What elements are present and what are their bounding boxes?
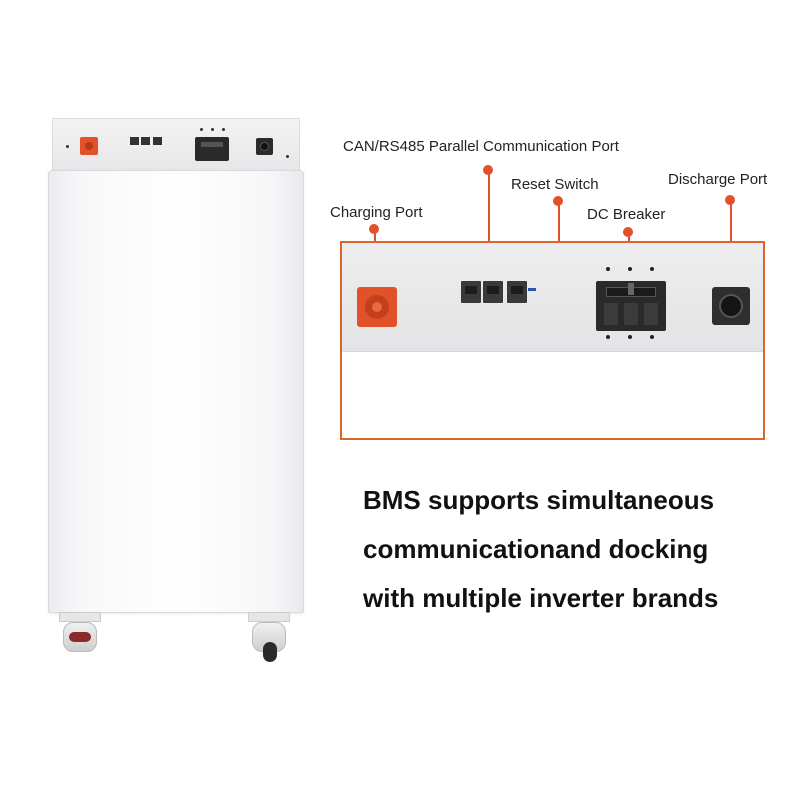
screw-icon xyxy=(286,155,289,158)
screw-icon xyxy=(222,128,225,131)
screw-icon xyxy=(66,145,69,148)
rj45-port-icon xyxy=(507,281,527,303)
rj45-port-icon xyxy=(153,137,162,145)
discharge-port-icon xyxy=(256,138,273,155)
charging-port-icon xyxy=(80,137,98,155)
caster-wheel-right xyxy=(246,612,292,662)
rj45-port-icon xyxy=(141,137,150,145)
port-panel-strip xyxy=(342,243,763,352)
callout-line xyxy=(488,170,490,282)
charging-port-label: Charging Port xyxy=(330,204,423,221)
port-detail-zoom xyxy=(340,241,765,440)
rj45-port-icon xyxy=(461,281,481,303)
screw-icon xyxy=(628,267,632,271)
discharge-port-label: Discharge Port xyxy=(668,171,768,188)
headline-line-2: communicationand docking xyxy=(363,534,709,564)
dc-breaker-icon xyxy=(195,137,229,161)
headline-line-3: with multiple inverter brands xyxy=(363,583,719,613)
caster-wheel-left xyxy=(57,612,103,662)
dc-breaker-label: DC Breaker xyxy=(587,206,666,223)
screw-icon xyxy=(628,335,632,339)
screw-icon xyxy=(200,128,203,131)
headline-line-1: BMS supports simultaneous xyxy=(363,485,715,515)
feature-headline: BMS supports simultaneous communicationa… xyxy=(363,476,783,623)
charging-port-icon xyxy=(357,287,397,327)
battery-cabinet xyxy=(48,170,304,613)
rj45-port-icon xyxy=(130,137,139,145)
discharge-port-icon xyxy=(712,287,750,325)
rj45-port-icon xyxy=(483,281,503,303)
dc-breaker-icon xyxy=(596,281,666,331)
reset-switch-icon xyxy=(528,288,536,291)
screw-icon xyxy=(606,335,610,339)
screw-icon xyxy=(650,335,654,339)
screw-icon xyxy=(650,267,654,271)
screw-icon xyxy=(606,267,610,271)
reset-switch-label: Reset Switch xyxy=(511,176,599,193)
screw-icon xyxy=(211,128,214,131)
can-rs485-label: CAN/RS485 Parallel Communication Port xyxy=(343,138,619,155)
